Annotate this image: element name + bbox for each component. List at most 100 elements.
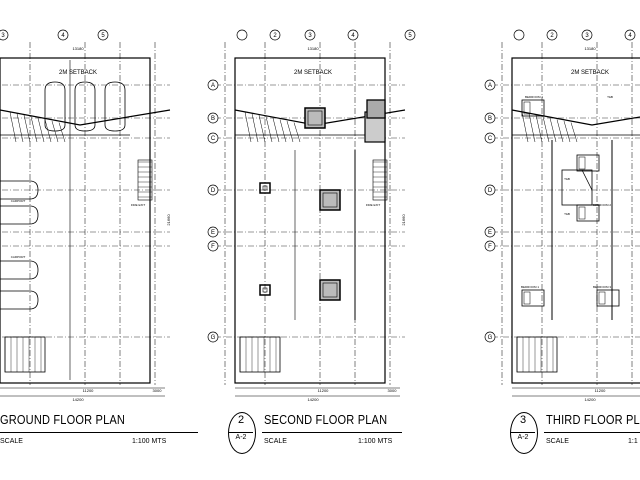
car-0 [44, 81, 66, 132]
lounge-set [366, 99, 386, 119]
sheet-callout [228, 412, 256, 454]
grid-bubble-E: E [484, 226, 496, 238]
dim-bottom-a: 11200 [83, 388, 95, 393]
grid-bubble-B: B [207, 112, 219, 124]
scale-value: 1:100 MTS [132, 438, 167, 445]
grid-bubble-A: A [207, 79, 219, 91]
dim-side: 21660 [401, 214, 406, 226]
grid-bubble-5: 5 [97, 29, 109, 41]
grid-bubble-C: C [207, 132, 219, 144]
sheet-callout [510, 412, 538, 454]
grid-bubble-5: 5 [404, 29, 416, 41]
svg-text:A: A [211, 83, 215, 89]
furniture-2 [319, 189, 341, 211]
grid-bubble-A: A [484, 79, 496, 91]
sheet-ref: A-2 [235, 434, 247, 441]
scale-value: 1:100 MTS [358, 438, 393, 445]
svg-text:D: D [488, 188, 493, 194]
grid-bubble-4: 4 [624, 29, 636, 41]
title-block-ground: GROUND FLOOR PLAN SCALE 1:100 MTS [0, 408, 204, 468]
fire-exit-label: FIRE EXIT [131, 203, 146, 207]
dim-bottom-total: 14200 [584, 397, 596, 402]
furniture-3 [259, 284, 271, 296]
scale-value: 1:1 [628, 438, 638, 445]
fire-exit-label: FIRE EXIT [366, 203, 381, 207]
svg-text:4: 4 [351, 33, 355, 39]
svg-text:F: F [211, 244, 215, 250]
sheet-number: 2 [237, 414, 245, 426]
ground-floor-plan: 3 4 5 13180 2M SETBACK 11200 3000 14200 21660 FIR… [0, 29, 171, 402]
setback-label: 2M SETBACK [571, 70, 609, 76]
dim-bottom-total: 14200 [72, 397, 84, 402]
car-side-1 [0, 205, 39, 225]
svg-text:3: 3 [585, 33, 589, 39]
carport-label: CARPORT [11, 199, 26, 203]
car-side-3 [0, 290, 39, 310]
svg-text:E: E [488, 230, 492, 236]
sheet-title-third: THIRD FLOOR PLA [546, 412, 640, 427]
furniture-4 [319, 279, 341, 301]
dim-bottom-total: 14200 [307, 397, 319, 402]
bedroom-1-label: BEDROOM 1 [521, 285, 539, 289]
scale-label: SCALE [546, 438, 569, 445]
svg-text:A: A [488, 83, 492, 89]
grid-bubble-4: 4 [57, 29, 69, 41]
grid-bubble-C: C [484, 132, 496, 144]
grid-bubble-3: 3 [0, 29, 9, 41]
dim-top: 13180 [72, 46, 84, 51]
svg-text:2: 2 [550, 33, 554, 39]
sheet-ref: A-2 [517, 434, 529, 441]
grid-bubble-4: 4 [347, 29, 359, 41]
bedroom-3-label: BEDROOM 3 [593, 285, 611, 289]
tb-label: T&B [607, 95, 613, 99]
grid-bubble-D: D [484, 184, 496, 196]
dim-bottom-a: 11200 [318, 388, 330, 393]
svg-text:3: 3 [1, 33, 5, 39]
svg-text:D: D [211, 188, 216, 194]
sheet-number: 3 [519, 414, 527, 426]
tb-label: T&B [564, 177, 570, 181]
carport-label: CARPORT [11, 255, 26, 259]
grid-bubble-B: B [484, 112, 496, 124]
title-block-second: 2 A-2 SECOND FLOOR PLAN SCALE 1:100 MTS [228, 408, 408, 468]
furniture-1 [259, 182, 271, 194]
grid-bubble-3: 3 [581, 29, 593, 41]
svg-text:F: F [488, 244, 492, 250]
car-side-2 [0, 260, 39, 280]
grid-bubble [513, 29, 525, 41]
bedroom-2-label: BEDROOM 2 [593, 203, 611, 207]
svg-text:4: 4 [61, 33, 65, 39]
dim-side: 21660 [166, 214, 171, 226]
title-block-third: 3 A-2 THIRD FLOOR PLA SCALE 1:1 [510, 408, 640, 468]
svg-text:B: B [488, 116, 492, 122]
grid-bubble-F: F [484, 240, 496, 252]
bedroom-1-label: BEDROOM 1 [525, 95, 543, 99]
svg-text:5: 5 [101, 33, 105, 39]
grid-bubble-2: 2 [546, 29, 558, 41]
svg-text:4: 4 [628, 33, 632, 39]
sheet-title-second: SECOND FLOOR PLAN [264, 412, 388, 427]
tb-label: T&B [564, 212, 570, 216]
grid-bubble-E: E [207, 226, 219, 238]
grid-bubble-2: 2 [269, 29, 281, 41]
svg-text:C: C [211, 136, 216, 142]
scale-label: SCALE [264, 438, 287, 445]
svg-text:5: 5 [408, 33, 412, 39]
svg-text:G: G [211, 335, 216, 341]
dim-bottom-a: 11200 [595, 388, 607, 393]
grid-bubble-G: G [484, 331, 496, 343]
grid-bubble-D: D [207, 184, 219, 196]
grid-bubble-3: 3 [304, 29, 316, 41]
grid-bubble-F: F [207, 240, 219, 252]
dim-bottom-b: 3000 [153, 388, 163, 393]
car-2 [104, 81, 126, 132]
svg-text:3: 3 [308, 33, 312, 39]
svg-text:B: B [211, 116, 215, 122]
dim-top: 13180 [307, 46, 319, 51]
svg-text:E: E [211, 230, 215, 236]
svg-text:2: 2 [273, 33, 277, 39]
setback-label: 2M SETBACK [59, 70, 97, 76]
car-side-0 [0, 180, 39, 200]
